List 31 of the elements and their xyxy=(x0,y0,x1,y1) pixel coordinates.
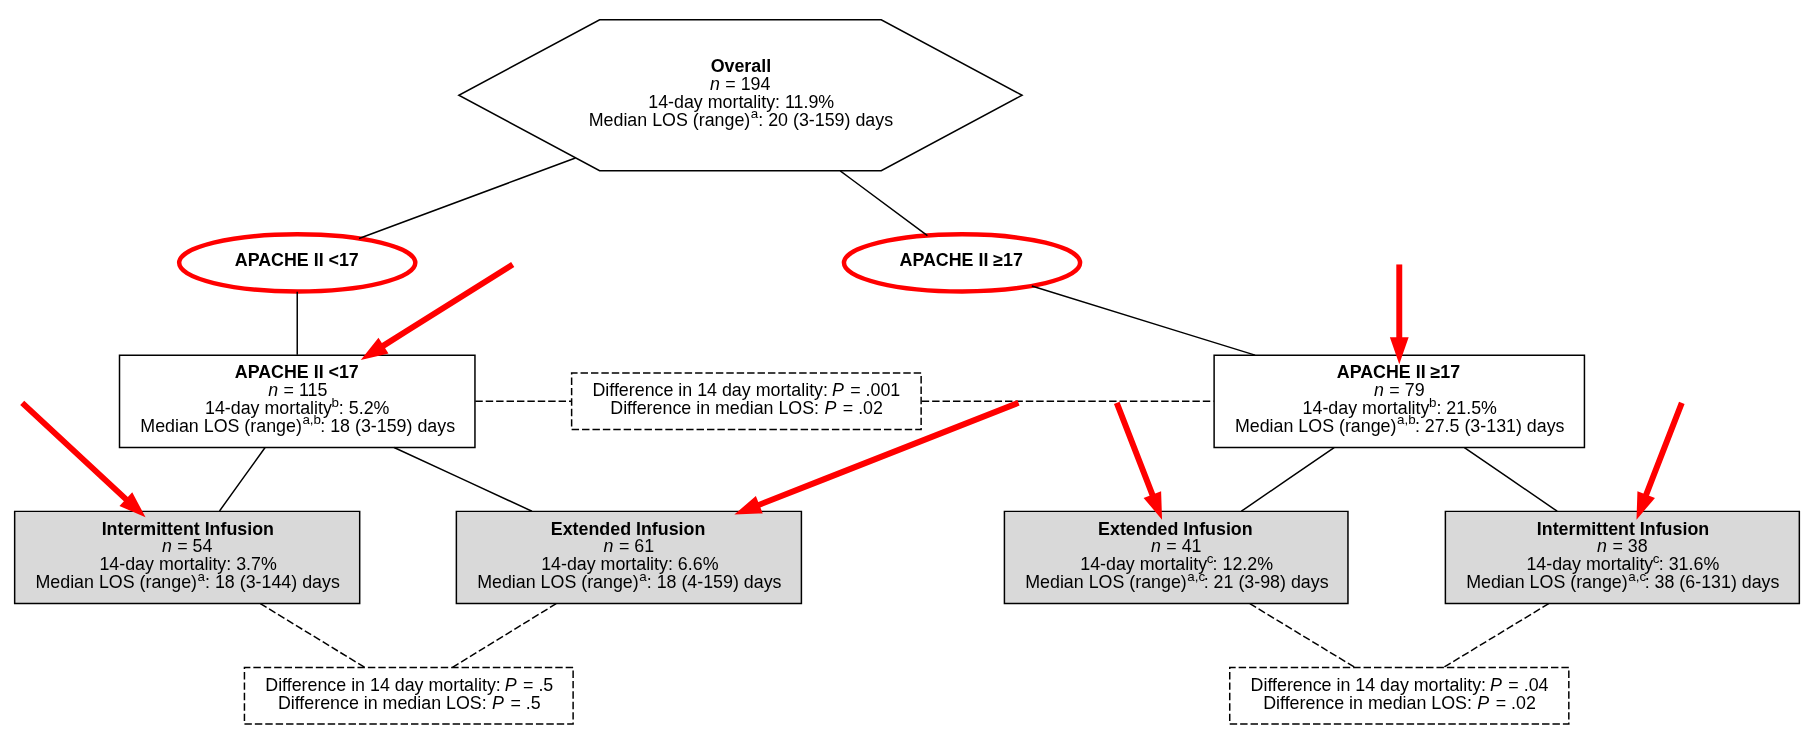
connector xyxy=(920,400,1215,402)
connector xyxy=(1463,446,1558,512)
arrow xyxy=(734,399,1020,515)
connector xyxy=(474,400,572,402)
connector xyxy=(358,156,577,239)
arrow xyxy=(1636,401,1685,520)
node-ellipse: APACHE II <17 xyxy=(176,231,418,294)
connector xyxy=(1249,602,1356,668)
node-box: Extended Infusion n = 41 14-day mortality$^{c}$: 12.2% Median LOS (range)$^{a,c}$: 21 (3-98) days xyxy=(1003,510,1349,604)
node-box: Extended Infusion n = 61 14-day mortality: 6.6% Median LOS (range)$^{a}$: 18 (4-159) days xyxy=(455,510,803,604)
node-box: Intermittent Infusion n = 38 14-day mortality$^{c}$: 31.6% Median LOS (range)$^{a,c}$: 38 (6-131) days xyxy=(1444,510,1801,604)
node-box: Difference in 14 day mortality: P = .5 Difference in median LOS: P = .5 xyxy=(243,666,574,725)
connector xyxy=(296,290,298,356)
connector xyxy=(1442,602,1550,668)
node-box: Difference in 14 day mortality: P = .001 Difference in median LOS: P = .02 xyxy=(570,371,922,430)
connector xyxy=(393,446,533,512)
arrow xyxy=(20,400,146,517)
node-box: Difference in 14 day mortality: P = .04 Difference in median LOS: P = .02 xyxy=(1229,666,1570,725)
node-box: APACHE II <17 n = 115 14-day mortality$^{b}$: 5.2% Median LOS (range)$^{a,b}$: 18 (3-159) days xyxy=(118,353,476,448)
arrow xyxy=(1389,263,1409,364)
arrow xyxy=(360,261,515,360)
connector xyxy=(1031,284,1256,356)
node-box: Intermittent Infusion n = 54 14-day mortality: 3.7% Median LOS (range)$^{a}$: 18 (3-144) days xyxy=(13,510,361,604)
connector xyxy=(1240,446,1335,512)
connector xyxy=(451,602,557,668)
connector xyxy=(259,602,366,668)
node-ellipse: APACHE II ≥17 xyxy=(841,231,1083,294)
connector xyxy=(839,169,929,236)
connector xyxy=(218,446,266,512)
arrow xyxy=(1113,401,1163,520)
node-box: APACHE II ≥17 n = 79 14-day mortality$^{b}$: 21.5% Median LOS (range)$^{a,b}$: 27.5 (3-131) days xyxy=(1213,353,1586,448)
